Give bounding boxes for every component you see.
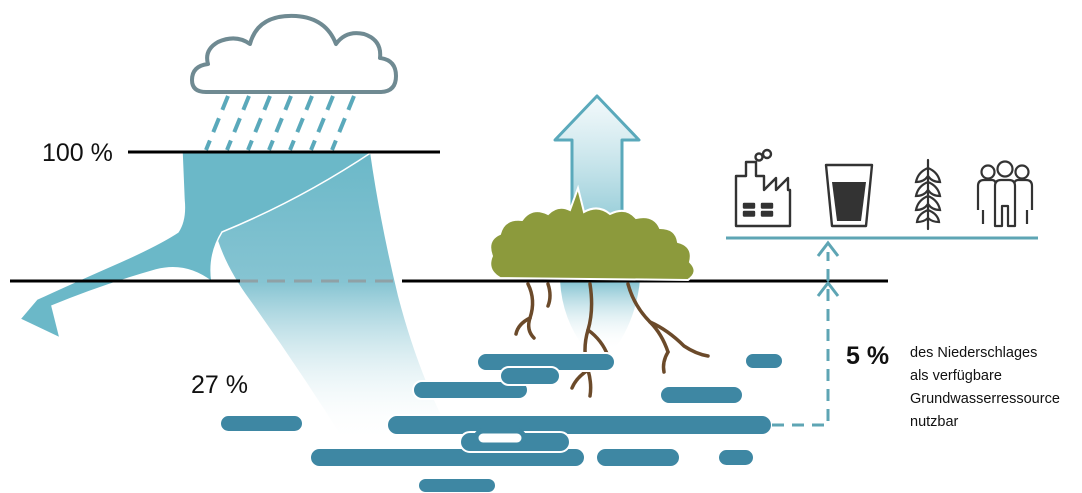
usable-percent-label: 5 % bbox=[846, 342, 889, 370]
people-icon bbox=[976, 160, 1034, 228]
extraction-arrow bbox=[772, 252, 830, 427]
rain-icon bbox=[204, 95, 356, 151]
wheat-icon bbox=[914, 158, 942, 231]
root-seepage bbox=[560, 280, 640, 350]
usable-caption: des Niederschlages als verfügbare Grundw… bbox=[910, 345, 1060, 430]
arrowhead-upper bbox=[816, 240, 840, 257]
cloud-icon bbox=[190, 13, 398, 94]
arrowhead-lower bbox=[816, 280, 840, 297]
precipitation-percent-label: 100 % bbox=[42, 139, 113, 167]
caption-line-2: als verfügbare bbox=[910, 368, 1002, 384]
groundwater-lenses bbox=[219, 352, 784, 493]
seepage-flow bbox=[214, 152, 455, 442]
runoff-arrow bbox=[18, 151, 375, 340]
caption-line-4: nutzbar bbox=[910, 414, 959, 430]
water-glass-icon bbox=[824, 163, 874, 228]
bush-icon bbox=[489, 184, 696, 282]
caption-line-3: Grundwasserressource bbox=[910, 391, 1060, 407]
factory-icon bbox=[734, 148, 792, 228]
caption-line-1: des Niederschlages bbox=[910, 345, 1037, 361]
recharge-percent-label: 27 % bbox=[191, 371, 248, 399]
